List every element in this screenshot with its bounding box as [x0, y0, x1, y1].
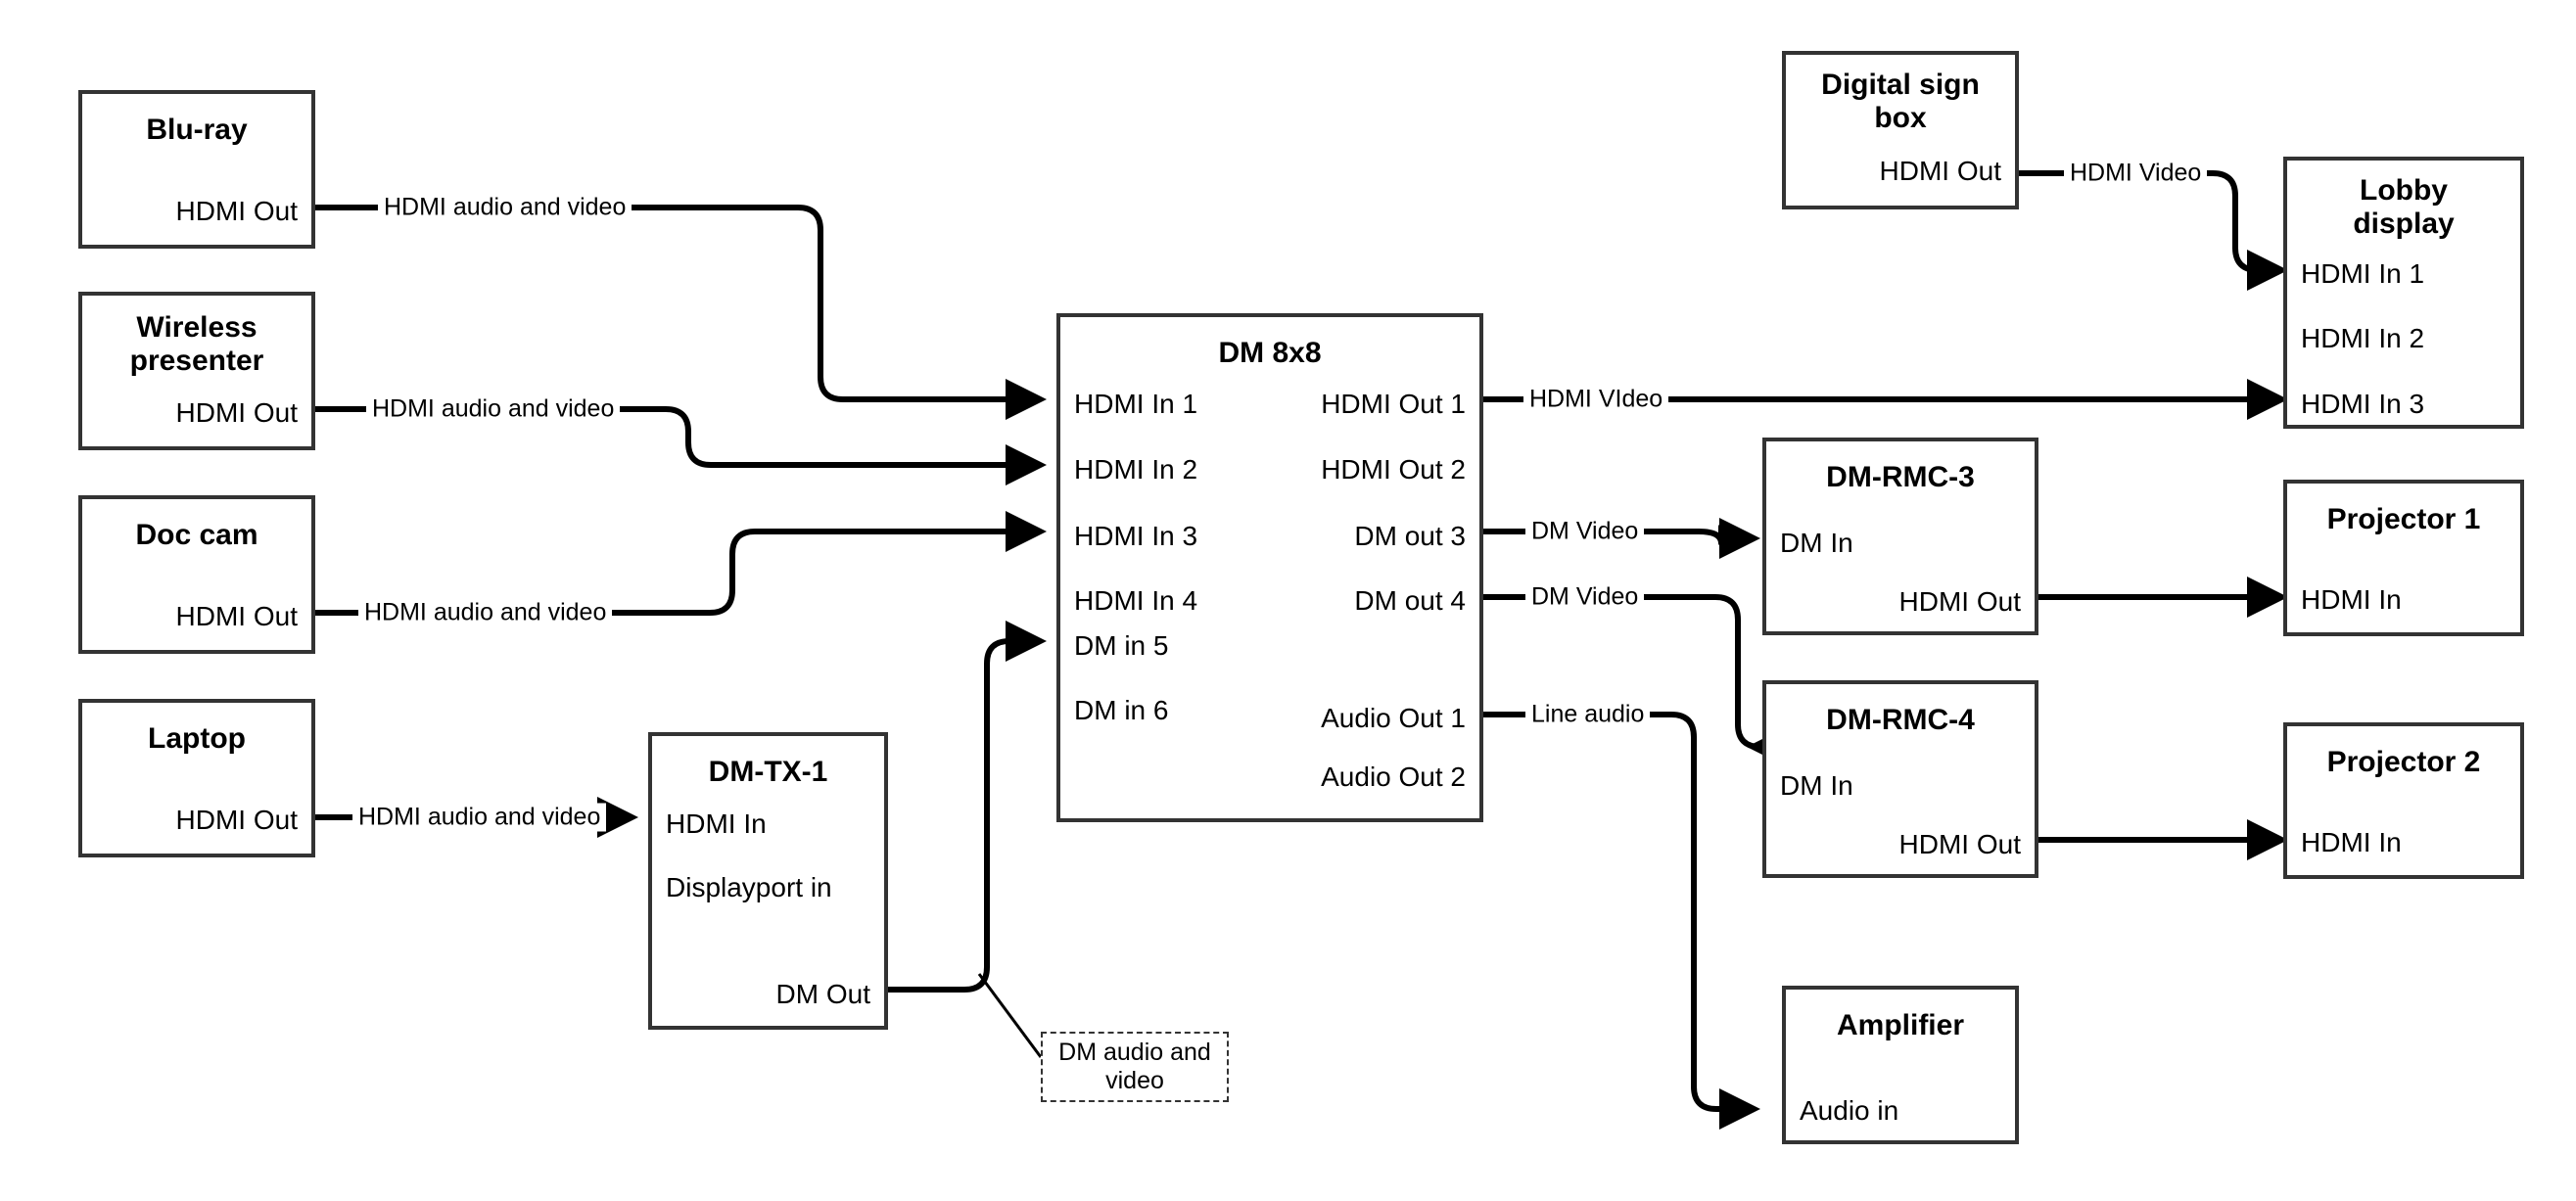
port-dm-8x8-dm-in-5: DM in 5	[1074, 630, 1169, 661]
node-dm-tx-1[interactable]: DM-TX-1 HDMI In Displayport in DM Out	[648, 732, 888, 1030]
port-projector-1-hdmi-in: HDMI In	[2301, 584, 2402, 615]
node-projector-2-title: Projector 2	[2326, 746, 2481, 778]
node-projector-1-title: Projector 1	[2326, 503, 2481, 535]
node-digital-sign-box-title: Digital sign box	[1821, 69, 1980, 134]
port-dm-8x8-hdmi-in-3: HDMI In 3	[1074, 521, 1198, 551]
node-amplifier[interactable]: Amplifier Audio in	[1782, 986, 2019, 1144]
port-dm-8x8-hdmi-out-1: HDMI Out 1	[1321, 389, 1466, 419]
edge-label-sign-to-lobby-in1: HDMI Video	[2064, 159, 2208, 188]
port-dm-tx-1-dm-out: DM Out	[775, 979, 870, 1009]
port-doc-cam-hdmi-out: HDMI Out	[175, 601, 298, 631]
port-dm-rmc-4-hdmi-out: HDMI Out	[1898, 829, 2021, 859]
node-dm-rmc-4[interactable]: DM-RMC-4 DM In HDMI Out	[1762, 680, 2038, 878]
port-dm-8x8-hdmi-out-2: HDMI Out 2	[1321, 454, 1466, 485]
port-lobby-display-hdmi-in-1: HDMI In 1	[2301, 258, 2425, 289]
port-dm-rmc-4-dm-in: DM In	[1780, 770, 1853, 801]
edge-label-laptop-to-dmtx1: HDMI audio and video	[352, 803, 607, 832]
node-amplifier-title: Amplifier	[1836, 1009, 1965, 1041]
port-amplifier-audio-in: Audio in	[1800, 1095, 1899, 1126]
port-dm-8x8-audio-out-1: Audio Out 1	[1321, 703, 1466, 733]
port-dm-rmc-3-dm-in: DM In	[1780, 528, 1853, 558]
edge-label-doccam-to-dm-in3: HDMI audio and video	[358, 598, 613, 627]
node-dm-8x8-title: DM 8x8	[1218, 337, 1322, 369]
port-dm-8x8-audio-out-2: Audio Out 2	[1321, 762, 1466, 792]
node-doc-cam-title: Doc cam	[135, 519, 258, 551]
node-dm-rmc-4-title: DM-RMC-4	[1826, 704, 1975, 736]
port-dm-8x8-hdmi-in-4: HDMI In 4	[1074, 585, 1198, 616]
wire-sign-to-lobby-in1	[2019, 170, 2288, 291]
node-doc-cam[interactable]: Doc cam HDMI Out	[78, 495, 315, 654]
port-laptop-hdmi-out: HDMI Out	[175, 805, 298, 835]
callout-dm-audio-and-video-text: DM audio and video	[1058, 1039, 1211, 1094]
edge-label-dm-dmout3-to-rmc3: DM Video	[1525, 517, 1645, 546]
port-dm-8x8-dm-out-4: DM out 4	[1354, 585, 1466, 616]
node-dm-rmc-3-title: DM-RMC-3	[1826, 461, 1975, 493]
port-lobby-display-hdmi-in-3: HDMI In 3	[2301, 389, 2425, 419]
node-blu-ray[interactable]: Blu-ray HDMI Out	[78, 90, 315, 249]
node-digital-sign-box[interactable]: Digital sign box HDMI Out	[1782, 51, 2019, 209]
node-dm-rmc-3[interactable]: DM-RMC-3 DM In HDMI Out	[1762, 438, 2038, 635]
port-blu-ray-hdmi-out: HDMI Out	[175, 196, 298, 226]
node-wireless-presenter-title: Wireless presenter	[129, 311, 264, 377]
port-dm-rmc-3-hdmi-out: HDMI Out	[1898, 586, 2021, 617]
edge-label-bluray-to-dm-in1: HDMI audio and video	[378, 193, 632, 222]
node-projector-2[interactable]: Projector 2 HDMI In	[2283, 722, 2524, 879]
edge-label-dm-audioout1-to-amplifier: Line audio	[1525, 700, 1651, 729]
node-lobby-display-title: Lobby display	[2353, 174, 2455, 240]
node-blu-ray-title: Blu-ray	[146, 114, 248, 146]
node-laptop[interactable]: Laptop HDMI Out	[78, 699, 315, 857]
port-dm-tx-1-displayport-in: Displayport in	[666, 872, 832, 902]
port-lobby-display-hdmi-in-2: HDMI In 2	[2301, 323, 2425, 353]
node-dm-tx-1-title: DM-TX-1	[708, 756, 828, 788]
node-projector-1[interactable]: Projector 1 HDMI In	[2283, 480, 2524, 636]
wire-dmtx1-to-dm-in5	[888, 621, 1047, 993]
node-dm-8x8[interactable]: DM 8x8 HDMI In 1 HDMI In 2 HDMI In 3 HDM…	[1056, 313, 1483, 822]
port-dm-tx-1-hdmi-in: HDMI In	[666, 808, 767, 839]
callout-dm-audio-and-video: DM audio and video	[1041, 1032, 1229, 1102]
port-dm-8x8-dm-out-3: DM out 3	[1354, 521, 1466, 551]
edge-label-wireless-to-dm-in2: HDMI audio and video	[366, 394, 621, 424]
port-dm-8x8-dm-in-6: DM in 6	[1074, 695, 1169, 725]
port-wireless-presenter-hdmi-out: HDMI Out	[175, 397, 298, 428]
port-dm-8x8-hdmi-in-1: HDMI In 1	[1074, 389, 1198, 419]
wire-bluray-to-dm-in1	[315, 205, 1047, 420]
wire-dm-audioout1-to-amplifier	[1483, 712, 1760, 1130]
wire-callout-leader	[977, 973, 1043, 1058]
node-wireless-presenter[interactable]: Wireless presenter HDMI Out	[78, 292, 315, 450]
port-projector-2-hdmi-in: HDMI In	[2301, 827, 2402, 857]
edge-label-dm-hdmiout1-to-lobby-in3: HDMI VIdeo	[1523, 385, 1669, 414]
port-dm-8x8-hdmi-in-2: HDMI In 2	[1074, 454, 1198, 485]
node-laptop-title: Laptop	[148, 722, 246, 755]
edge-label-dm-dmout4-to-rmc4: DM Video	[1525, 582, 1645, 612]
node-lobby-display[interactable]: Lobby display HDMI In 1 HDMI In 2 HDMI I…	[2283, 157, 2524, 429]
port-digital-sign-box-hdmi-out: HDMI Out	[1879, 156, 2001, 186]
